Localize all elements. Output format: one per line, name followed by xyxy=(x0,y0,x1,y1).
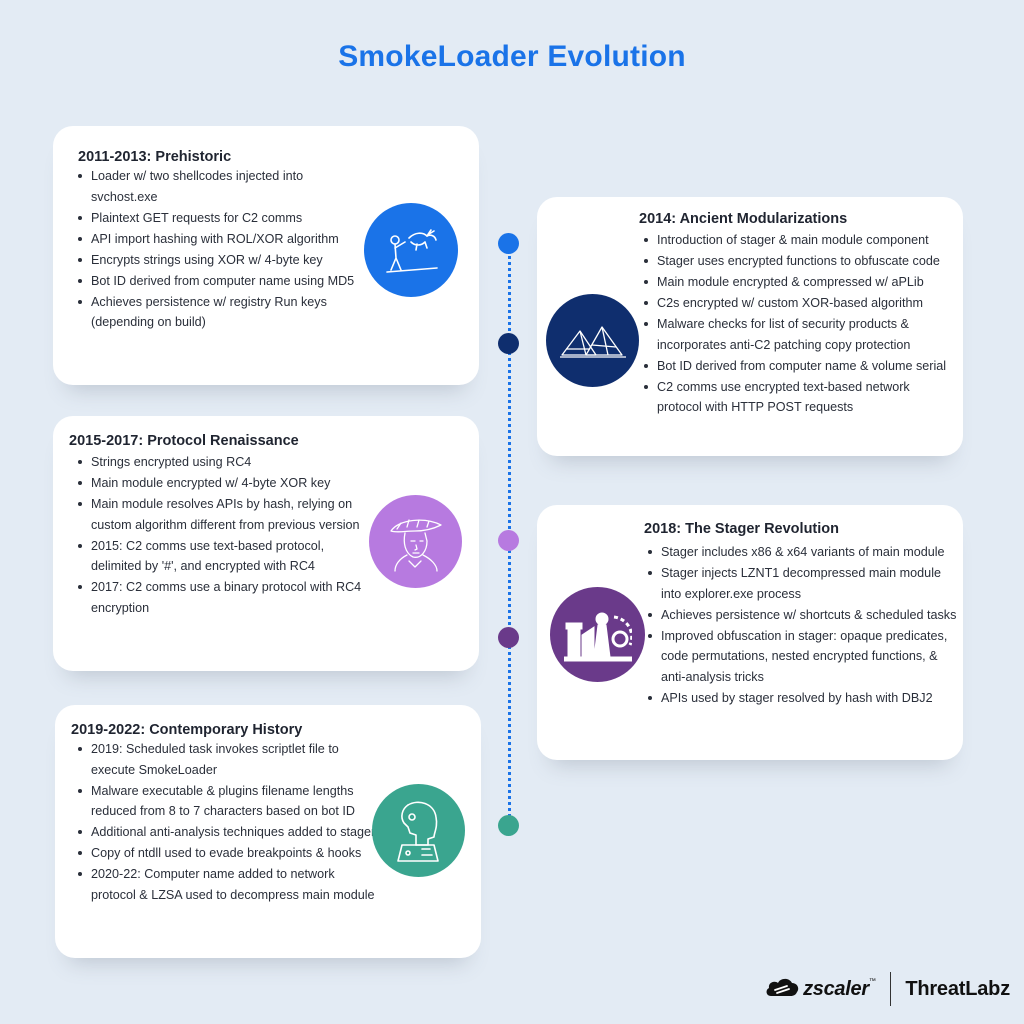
list-item: 2020-22: Computer name added to network … xyxy=(77,864,377,905)
era-card-contemporary-history: 2019-2022: Contemporary History 2019: Sc… xyxy=(55,705,481,958)
footer-divider xyxy=(889,972,892,1006)
list-item: Introduction of stager & main module com… xyxy=(643,230,955,251)
industrial-gears-icon xyxy=(550,587,645,682)
list-item: Main module encrypted & compressed w/ aP… xyxy=(643,272,955,293)
list-item: C2s encrypted w/ custom XOR-based algori… xyxy=(643,293,955,314)
list-item: Bot ID derived from computer name & volu… xyxy=(643,356,955,377)
renaissance-portrait-icon xyxy=(369,495,462,588)
timeline-dot-2019 xyxy=(498,815,519,836)
page-title: SmokeLoader Evolution xyxy=(338,40,686,73)
zscaler-cloud-icon xyxy=(765,976,799,1003)
footer-logos: zscaler ™ ThreatLabz xyxy=(765,972,1010,1006)
era-items: Strings encrypted using RC4 Main module … xyxy=(77,452,367,619)
list-item: Stager includes x86 & x64 variants of ma… xyxy=(647,542,957,563)
timeline-dot-2018 xyxy=(498,627,519,648)
era-items: Introduction of stager & main module com… xyxy=(643,230,955,418)
timeline-dot-2011 xyxy=(498,233,519,254)
era-items: Stager includes x86 & x64 variants of ma… xyxy=(647,542,957,709)
list-item: Main module encrypted w/ 4-byte XOR key xyxy=(77,473,367,494)
list-item: Malware executable & plugins filename le… xyxy=(77,781,377,822)
era-card-stager-revolution: 2018: The Stager Revolution Stager inclu… xyxy=(537,505,963,760)
list-item: APIs used by stager resolved by hash wit… xyxy=(647,688,957,709)
list-item: Copy of ntdll used to evade breakpoints … xyxy=(77,843,377,864)
list-item: Stager uses encrypted functions to obfus… xyxy=(643,251,955,272)
list-item: Plaintext GET requests for C2 comms xyxy=(77,208,367,229)
list-item: Malware checks for list of security prod… xyxy=(643,314,955,355)
era-heading: 2015-2017: Protocol Renaissance xyxy=(69,433,299,449)
zscaler-wordmark: zscaler xyxy=(803,977,869,1000)
era-card-protocol-renaissance: 2015-2017: Protocol Renaissance Strings … xyxy=(53,416,479,671)
era-card-prehistoric: 2011-2013: Prehistoric Loader w/ two she… xyxy=(53,126,479,385)
list-item: Improved obfuscation in stager: opaque p… xyxy=(647,626,957,688)
timeline-dot-2014 xyxy=(498,333,519,354)
era-heading: 2011-2013: Prehistoric xyxy=(78,149,232,165)
list-item: 2017: C2 comms use a binary protocol wit… xyxy=(77,577,367,618)
threatlabz-wordmark: ThreatLabz xyxy=(905,977,1010,1000)
list-item: API import hashing with ROL/XOR algorith… xyxy=(77,229,367,250)
era-heading: 2018: The Stager Revolution xyxy=(644,521,839,537)
timeline-dot-2015 xyxy=(498,530,519,551)
list-item: Stager injects LZNT1 decompressed main m… xyxy=(647,563,957,604)
pyramids-icon xyxy=(546,294,639,387)
list-item: Encrypts strings using XOR w/ 4-byte key xyxy=(77,250,367,271)
era-card-ancient-modularizations: 2014: Ancient Modularizations Introducti… xyxy=(537,197,963,456)
list-item: Loader w/ two shellcodes injected into s… xyxy=(77,166,367,207)
list-item: Bot ID derived from computer name using … xyxy=(77,271,367,292)
era-items: 2019: Scheduled task invokes scriptlet f… xyxy=(77,739,377,906)
era-heading: 2014: Ancient Modularizations xyxy=(639,211,848,227)
list-item: Achieves persistence w/ registry Run key… xyxy=(77,292,367,333)
era-heading: 2019-2022: Contemporary History xyxy=(71,722,303,738)
robot-head-icon xyxy=(372,784,465,877)
list-item: 2019: Scheduled task invokes scriptlet f… xyxy=(77,739,377,780)
list-item: 2015: C2 comms use text-based protocol, … xyxy=(77,536,367,577)
list-item: C2 comms use encrypted text-based networ… xyxy=(643,377,955,418)
list-item: Main module resolves APIs by hash, relyi… xyxy=(77,494,367,535)
list-item: Achieves persistence w/ shortcuts & sche… xyxy=(647,605,957,626)
trademark-mark: ™ xyxy=(868,978,876,985)
list-item: Strings encrypted using RC4 xyxy=(77,452,367,473)
list-item: Additional anti-analysis techniques adde… xyxy=(77,822,377,843)
caveman-painting-icon xyxy=(364,203,458,297)
era-items: Loader w/ two shellcodes injected into s… xyxy=(77,166,367,333)
